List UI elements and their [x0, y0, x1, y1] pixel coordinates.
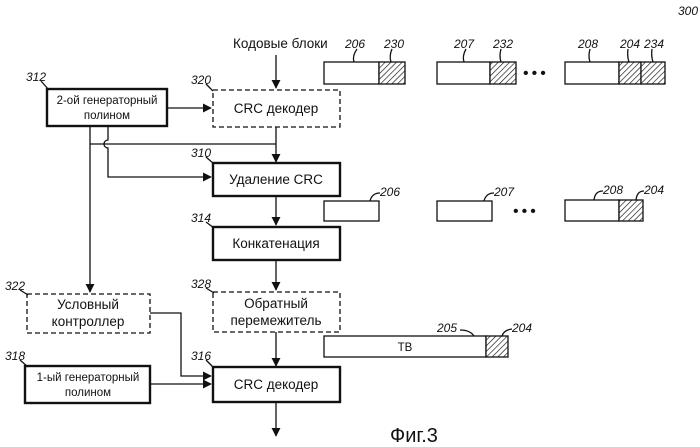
- ref-232: 232: [492, 37, 513, 51]
- ref-207-row1: 207: [453, 37, 475, 51]
- gen2-line2: полином: [84, 110, 130, 122]
- arrow-controller-to-decoder: [150, 313, 211, 376]
- code-block-206: [324, 62, 379, 84]
- crc-204-row2: [619, 200, 643, 221]
- ref-234: 234: [643, 37, 664, 51]
- controller-line1: Условный: [57, 297, 119, 312]
- crc-decoder-bottom-label: CRC декодер: [234, 377, 319, 392]
- code-block-208: [565, 62, 619, 84]
- ref-207-row2: 207: [493, 185, 515, 199]
- input-label: Кодовые блоки: [233, 36, 328, 51]
- deinterleaver-line1: Обратный: [244, 296, 308, 311]
- crc-decoder-top-label: CRC декодер: [234, 101, 319, 116]
- figure-number: 300: [678, 4, 698, 18]
- figure-caption: Фиг.3: [390, 425, 438, 447]
- crc-204: [619, 62, 641, 84]
- code-block-207: [437, 62, 490, 84]
- ref-208-row1: 208: [577, 37, 598, 51]
- ellipsis-row2: •••: [513, 203, 539, 220]
- crc-removal-block: Удаление CRC: [213, 163, 340, 196]
- ref-204-row1: 204: [619, 37, 640, 51]
- gen1-line2: полином: [65, 387, 111, 399]
- code-blocks-row2: •••: [324, 200, 643, 221]
- ref-312: 312: [26, 70, 46, 84]
- gen2-line1: 2-ой генераторный: [57, 95, 158, 107]
- ref-205: 205: [436, 321, 457, 335]
- deinterleaver-line2: перемежитель: [230, 313, 321, 328]
- transport-block: TB: [324, 336, 508, 357]
- concatenation-block: Конкатенация: [213, 227, 340, 260]
- ref-230: 230: [383, 37, 404, 51]
- code-block-208-row2: [565, 200, 619, 221]
- code-block-207-row2: [437, 201, 492, 221]
- deinterleaver-block: Обратный перемежитель: [213, 292, 340, 332]
- crc-230: [379, 62, 405, 84]
- ref-318: 318: [5, 349, 25, 363]
- code-block-206-row2: [324, 201, 379, 221]
- code-blocks-row1: •••: [324, 62, 665, 84]
- crc-232: [490, 62, 516, 84]
- crc-decoder-bottom-block: CRC декодер: [213, 367, 340, 402]
- concatenation-label: Конкатенация: [232, 236, 319, 251]
- crc-234: [641, 62, 665, 84]
- ref-204-tb: 204: [511, 321, 532, 335]
- ref-314: 314: [191, 211, 211, 225]
- gen2-polynomial-block: 2-ой генераторный полином: [47, 89, 167, 126]
- ellipsis-row1: •••: [523, 65, 549, 82]
- ref-208-row2: 208: [602, 183, 623, 197]
- controller-line2: контроллер: [52, 314, 125, 329]
- ref-316: 316: [191, 349, 211, 363]
- gen1-polynomial-block: 1-ый генераторный полином: [25, 366, 150, 403]
- ref-206-row2: 206: [379, 185, 400, 199]
- gen1-line1: 1-ый генераторный: [37, 372, 140, 384]
- crc-removal-label: Удаление CRC: [229, 172, 323, 187]
- ref-320: 320: [191, 73, 211, 87]
- crc-decoder-top-block: CRC декодер: [213, 90, 340, 127]
- conditional-controller-block: Условный контроллер: [27, 294, 150, 333]
- ref-310: 310: [191, 146, 211, 160]
- tb-crc-204: [486, 336, 508, 357]
- tb-label: TB: [398, 342, 413, 354]
- ref-204-row2: 204: [643, 183, 664, 197]
- ref-206-row1: 206: [344, 37, 365, 51]
